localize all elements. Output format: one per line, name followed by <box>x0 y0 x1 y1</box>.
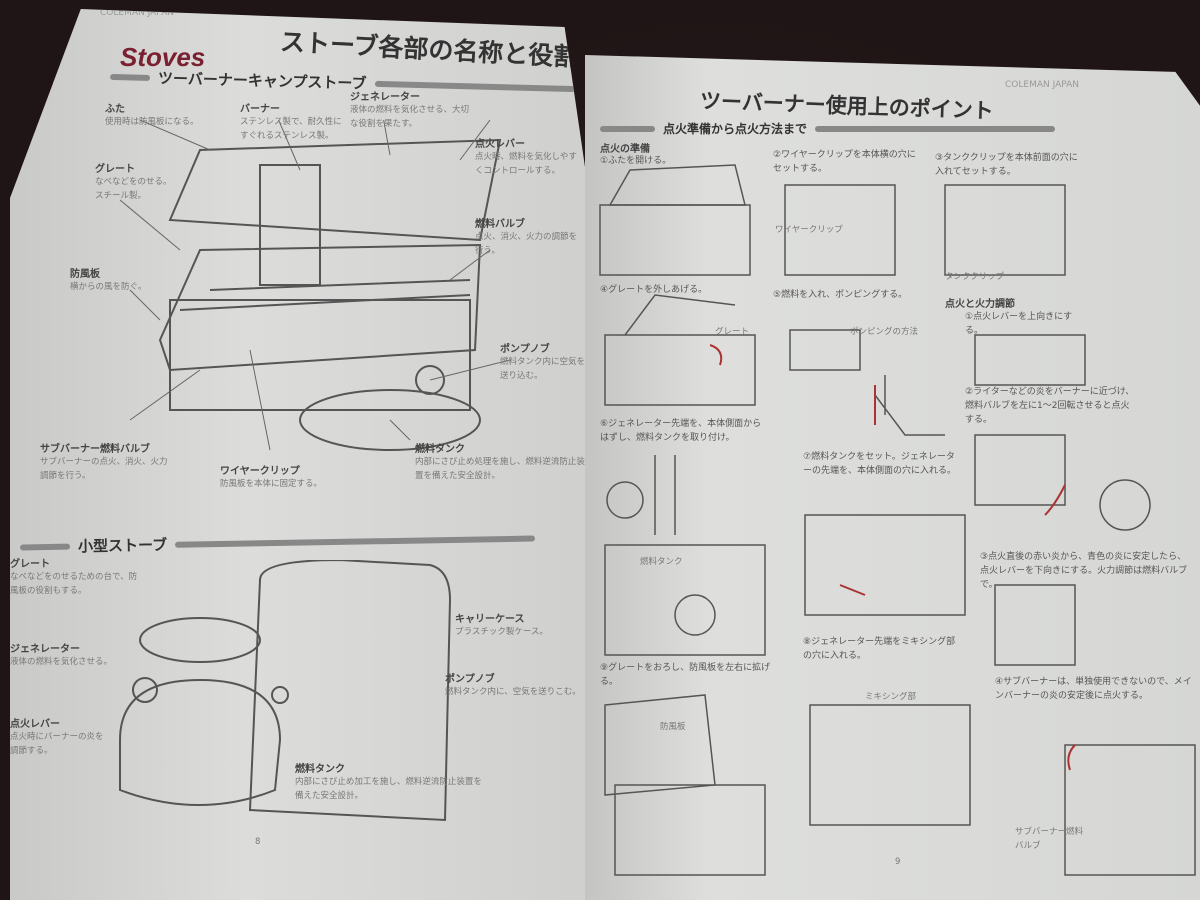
part-ignition-lever: 点火レバー点火時、燃料を気化しやすくコントロールする。 <box>475 139 577 176</box>
page-title: ストーブ各部の名称と役割 <box>279 27 579 72</box>
ignite-step-1: ①点火レバーを上向きにする。 <box>965 312 1073 336</box>
callout-fuel-tank: 燃料タンク <box>640 557 683 567</box>
callout-tank-clip: タンククリップ <box>945 272 1005 282</box>
part-sub-burner-valve: サブバーナー燃料バルブサブバーナーの点火、消火、火力調節を行う。 <box>40 444 168 481</box>
section-title: 点火準備から点火方法まで <box>663 122 808 136</box>
callout-grate: グレート <box>715 327 750 337</box>
prep-step-2: ②ワイヤークリップを本体横の穴にセットする。 <box>773 150 916 174</box>
small-part-pump-knob: ポンプノブ燃料タンク内に、空気を送りこむ。 <box>445 674 581 697</box>
ignite-heading: 点火と火力調節 <box>945 299 1015 310</box>
part-windscreen: 防風板横からの風を防ぐ。 <box>70 269 147 292</box>
small-part-generator: ジェネレーター液体の燃料を気化させる。 <box>10 644 113 667</box>
small-stove-illustration <box>119 560 452 822</box>
section-title: ツーバーナーキャンプストーブ <box>157 69 367 93</box>
callout-wire-clip: ワイヤークリップ <box>775 225 843 235</box>
ignite-step-3: ③点火直後の赤い炎から、青色の炎に安定したら、点火レバーを下向きにする。火力調節… <box>980 552 1188 590</box>
section-heading: 点火準備から点火方法まで <box>600 120 1056 137</box>
part-wire-clip: ワイヤークリップ防風板を本体に固定する。 <box>220 466 323 489</box>
prep-step-8: ⑧ジェネレーター先端をミキシング部の穴に入れる。 <box>803 637 956 661</box>
part-generator: ジェネレーター液体の燃料を気化させる、大切な役割を果たす。 <box>350 92 470 129</box>
header-brand: COLEMAN JAPAN <box>100 8 174 18</box>
page-number: 8 <box>255 837 261 847</box>
part-fuel-tank: 燃料タンク内部にさび止め処理を施し、燃料逆流防止装置を備えた安全設計。 <box>415 444 585 481</box>
stoves-logo: Stoves <box>120 42 206 72</box>
callout-pumping: ポンピングの方法 <box>850 327 919 337</box>
part-grate: グレートなべなどをのせる。スチール製。 <box>95 164 172 201</box>
small-part-grate: グレートなべなどをのせるための台で、防風板の役割もする。 <box>10 559 138 596</box>
prep-step-7: ⑦燃料タンクをセット。ジェネレーターの先端を、本体側面の穴に入れる。 <box>803 452 957 476</box>
prep-heading: 点火の準備 <box>600 144 650 155</box>
callout-mixing: ミキシング部 <box>865 692 917 702</box>
part-burner: バーナーステンレス製で、耐久性にすぐれるステンレス製。 <box>240 104 342 141</box>
left-page: COLEMAN JAPAN Stoves ストーブ各部の名称と役割 ツーバーナー… <box>10 8 600 900</box>
small-part-fuel-tank: 燃料タンク内部にさび止め加工を施し、燃料逆流防止装置を備えた安全設計。 <box>295 764 482 801</box>
part-lid: ふた使用時は防風板になる。 <box>105 104 199 127</box>
prep-step-1: ①ふたを開ける。 <box>600 156 672 166</box>
prep-step-6: ⑥ジェネレーター先端を、本体側面からはずし、燃料タンクを取り付け。 <box>600 419 762 443</box>
page-number: 9 <box>895 857 901 867</box>
section-title: 小型ストーブ <box>77 535 168 556</box>
two-burner-stove-illustration <box>119 120 511 451</box>
small-part-ignition-lever: 点火レバー点火時にバーナーの炎を調節する。 <box>10 719 104 756</box>
section-heading: ツーバーナーキャンプストーブ <box>110 66 575 99</box>
prep-step-9: ⑨グレートをおろし、防風板を左右に拡げる。 <box>600 663 771 687</box>
ignite-step-4: ④サブバーナーは、単独使用できないので、メインバーナーの炎の安定後に点火する。 <box>995 677 1192 701</box>
header-brand: COLEMAN JAPAN <box>1005 80 1079 90</box>
part-pump-knob: ポンプノブ燃料タンク内に空気を送り込む。 <box>500 344 586 381</box>
part-fuel-valve: 燃料バルブ点火、消火、火力の調節を行う。 <box>475 219 578 256</box>
prep-step-5: ⑤燃料を入れ、ポンピングする。 <box>773 290 908 300</box>
prep-step-4: ④グレートを外しあげる。 <box>600 285 708 295</box>
right-page: COLEMAN JAPAN ツーバーナー使用上のポイント 点火準備から点火方法ま… <box>585 55 1200 900</box>
small-part-carry-case: キャリーケースプラスチック製ケース。 <box>455 614 548 637</box>
callout-windscreen: 防風板 <box>660 722 686 732</box>
ignite-step-2: ②ライターなどの炎をバーナーに近づけ、燃料バルブを左に1〜2回転させると点火する… <box>965 387 1135 425</box>
step-illustrations <box>599 164 1196 876</box>
callout-sub-burner-valve: サブバーナー燃料バルブ <box>1015 827 1084 851</box>
prep-step-3: ③タンククリップを本体前面の穴に入れてセットする。 <box>935 153 1078 177</box>
